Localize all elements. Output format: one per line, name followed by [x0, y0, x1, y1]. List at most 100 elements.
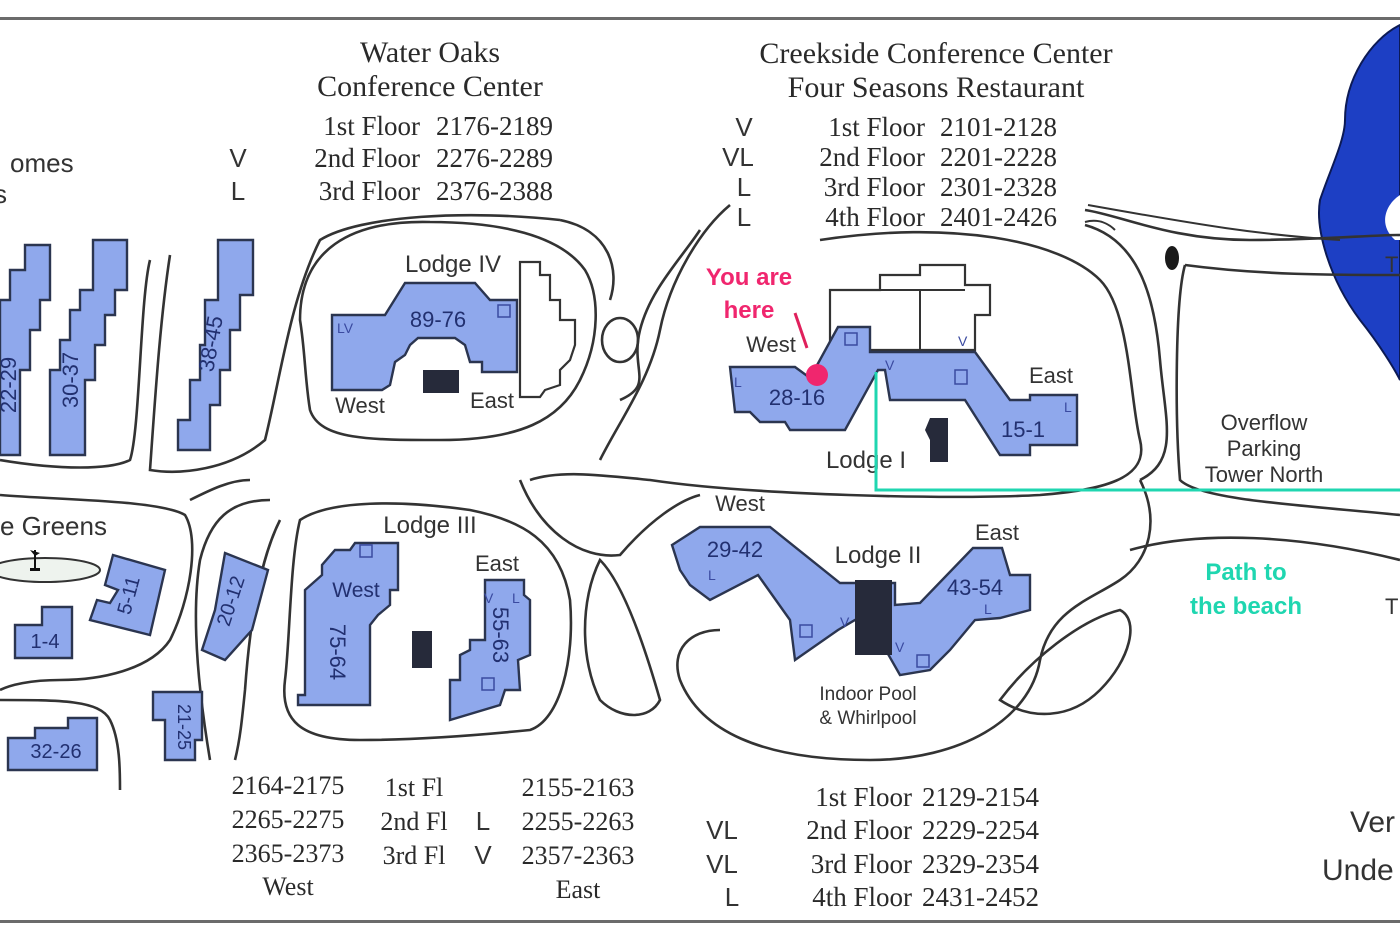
svg-text:1st Floor: 1st Floor — [815, 782, 912, 812]
townhome-32-26[interactable]: 32-26 — [6, 716, 99, 772]
unit-label: 55-63 — [488, 607, 513, 663]
lodge-iii-floor-legend: 2164-2175 2265-2275 2365-2373 West 1st F… — [232, 771, 635, 904]
svg-text:2nd Floor: 2nd Floor — [314, 143, 420, 173]
lodge-i-east-label: East — [1029, 363, 1073, 388]
you-are-here-pointer — [793, 312, 809, 349]
lv-marker: LV — [337, 320, 354, 336]
beach-path-label: Path to the beach — [1190, 559, 1302, 620]
svg-text:2431-2452: 2431-2452 — [922, 882, 1039, 912]
townhomes-partial-label: omes — [10, 148, 74, 178]
stairs-icon — [799, 624, 813, 638]
water-oaks-floor-row: V 2nd Floor 2276-2289 — [229, 143, 553, 173]
l-marker: L — [984, 601, 992, 617]
svg-text:Overflow: Overflow — [1221, 410, 1308, 435]
creekside-legend: Creekside Conference Center Four Seasons… — [722, 37, 1113, 232]
creekside-floor-row: L 4th Floor 2401-2426 — [737, 202, 1057, 232]
svg-text:2329-2354: 2329-2354 — [922, 849, 1039, 879]
townhome-20-12[interactable]: 20-12 — [200, 551, 270, 662]
svg-text:2nd Floor: 2nd Floor — [819, 142, 925, 172]
water-oaks-floor-row: L 3rd Floor 2376-2388 — [231, 176, 553, 206]
svg-text:2265-2275: 2265-2275 — [232, 805, 345, 834]
svg-text:2nd Floor: 2nd Floor — [806, 815, 912, 845]
t-partial-label-2: T — [1385, 594, 1398, 619]
unde-partial-label: Unde — [1322, 854, 1394, 887]
lodge-iii-east-label: East — [475, 551, 519, 576]
svg-text:2129-2154: 2129-2154 — [922, 782, 1039, 812]
svg-text:2164-2175: 2164-2175 — [232, 771, 345, 800]
svg-text:1st Fl: 1st Fl — [385, 773, 444, 802]
svg-text:2376-2388: 2376-2388 — [436, 176, 553, 206]
lodge-ii-floor-legend: 1st Floor 2129-2154 VL 2nd Floor 2229-22… — [706, 782, 1039, 912]
you-are-here-dot — [806, 364, 828, 386]
svg-text:3rd Fl: 3rd Fl — [383, 841, 446, 870]
svg-text:2301-2328: 2301-2328 — [940, 172, 1057, 202]
lodge-iii[interactable]: 75-64 55-63 West V L — [296, 541, 532, 722]
stairs-icon — [844, 332, 858, 346]
svg-text:2255-2263: 2255-2263 — [522, 807, 635, 836]
stairs-icon — [954, 369, 968, 385]
elevator-block — [412, 631, 432, 668]
unit-label: 89-76 — [410, 307, 466, 332]
top-frame-line — [0, 17, 1400, 20]
svg-text:2401-2426: 2401-2426 — [940, 202, 1057, 232]
svg-text:VL: VL — [722, 142, 754, 172]
v-marker: V — [840, 614, 850, 630]
l-marker: L — [708, 567, 716, 583]
roads — [0, 204, 1400, 791]
svg-text:V: V — [229, 143, 247, 173]
townhome-5-11[interactable]: 5-11 — [88, 553, 167, 637]
ver-partial-label: Ver — [1350, 806, 1395, 839]
townhomes-partial-label-2: s — [0, 179, 7, 209]
svg-text:East: East — [556, 875, 602, 904]
townhome-22-29[interactable]: 22-29 — [0, 243, 52, 457]
lodge-ii-floor-row: VL 3rd Floor 2329-2354 — [706, 849, 1039, 879]
svg-text:1st Floor: 1st Floor — [323, 111, 420, 141]
lodge-i[interactable]: 28-16 15-1 L V V L — [728, 263, 1079, 462]
lodge-ii-label: Lodge II — [835, 542, 922, 569]
lodge-i-label: Lodge I — [826, 447, 906, 474]
water-oaks-title: Water Oaks — [360, 36, 500, 69]
townhome-30-37[interactable]: 30-37 — [48, 238, 129, 457]
svg-text:3rd Floor: 3rd Floor — [824, 172, 925, 202]
indoor-pool-label: Indoor Pool & Whirlpool — [819, 684, 916, 729]
greens-label: e Greens — [0, 511, 107, 541]
svg-text:Tower North: Tower North — [1205, 462, 1324, 487]
svg-text:L: L — [231, 176, 245, 206]
t-partial-label: T — [1385, 252, 1398, 277]
golf-flag-icon — [30, 550, 40, 571]
lodge-iv-west-label: West — [335, 393, 385, 418]
svg-text:4th Floor: 4th Floor — [812, 882, 912, 912]
unit-label: 28-16 — [769, 385, 825, 410]
svg-text:3rd Floor: 3rd Floor — [319, 176, 420, 206]
svg-text:L: L — [737, 202, 751, 232]
creekside-floor-row: VL 2nd Floor 2201-2228 — [722, 142, 1057, 172]
unit-label: 43-54 — [947, 575, 1003, 600]
lodge-ii-floor-row: VL 2nd Floor 2229-2254 — [706, 815, 1039, 845]
lodge-ii-floor-row: 1st Floor 2129-2154 — [815, 782, 1039, 812]
lodge-iv-east-label: East — [470, 388, 514, 413]
svg-text:2357-2363: 2357-2363 — [522, 841, 635, 870]
svg-text:V: V — [735, 112, 753, 142]
lodge-ii-floor-row: L 4th Floor 2431-2452 — [725, 882, 1039, 912]
lodge-ii[interactable]: 29-42 43-54 L V V L — [670, 525, 1032, 677]
water-oaks-floor-row: 1st Floor 2176-2189 — [323, 111, 553, 141]
lodge-ii-east-label: East — [975, 520, 1019, 545]
stairs-icon — [359, 544, 373, 558]
you-are-here-marker[interactable]: You are here — [706, 264, 828, 386]
lodge-iv[interactable]: 89-76 LV — [330, 260, 577, 399]
unit-label: 32-26 — [30, 741, 81, 763]
lake-island — [1385, 195, 1400, 240]
svg-text:V: V — [474, 840, 492, 870]
townhome-38-45[interactable]: 38-45 — [176, 238, 255, 452]
l-marker: L — [512, 590, 520, 606]
townhome-21-25[interactable]: 21-25 — [151, 690, 204, 762]
svg-text:4th Floor: 4th Floor — [825, 202, 925, 232]
unit-label: 30-37 — [58, 352, 83, 408]
svg-text:L: L — [725, 882, 739, 912]
beach-path-line — [874, 372, 1400, 492]
lodge-ii-west-label: West — [715, 491, 765, 516]
townhome-1-4[interactable]: 1-4 — [13, 605, 74, 660]
svg-text:VL: VL — [706, 815, 738, 845]
unit-label: 1-4 — [31, 631, 60, 653]
